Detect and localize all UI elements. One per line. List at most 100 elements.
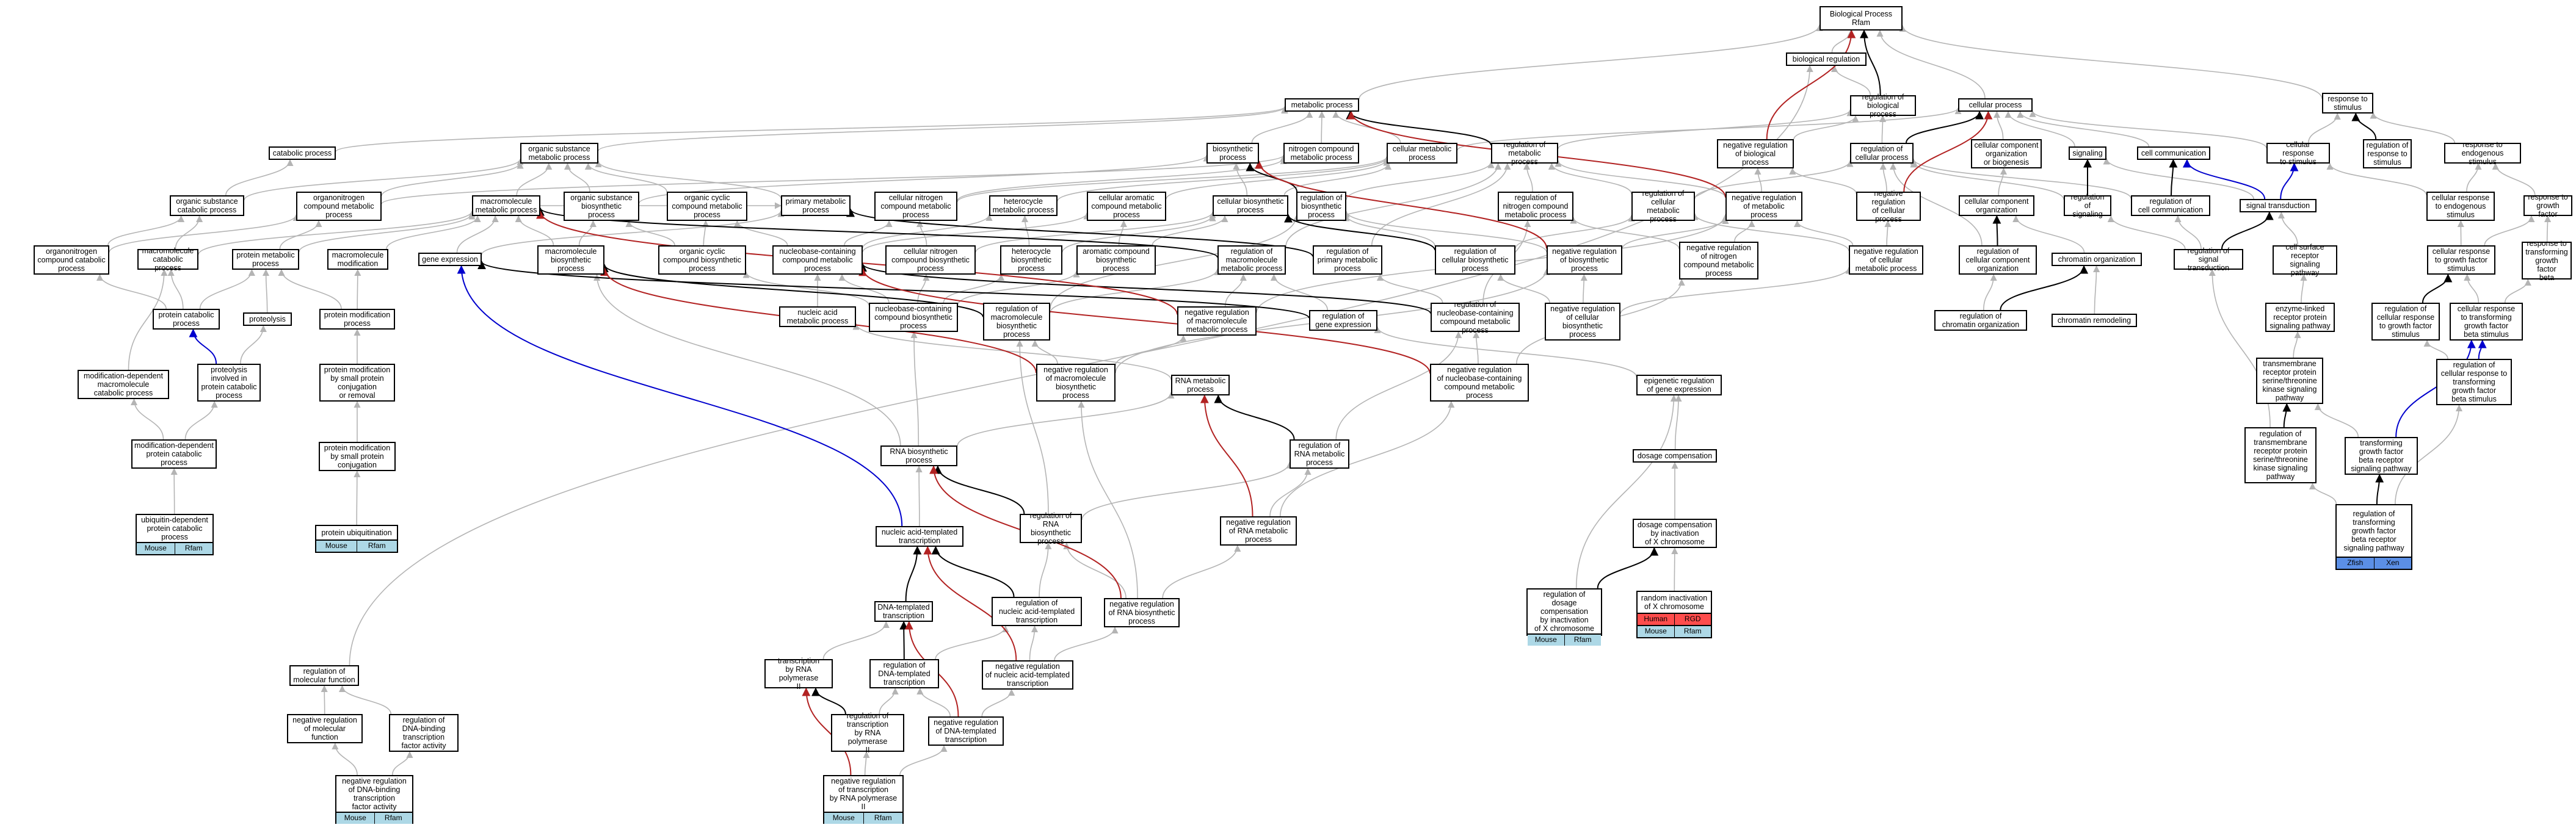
go-term-onc2[interactable]: organonitrogen compound catabolic proces… [34, 245, 109, 275]
go-term-cellcomm[interactable]: cell communication [2137, 146, 2210, 160]
go-term-tgfsig[interactable]: transforming growth factor beta receptor… [2345, 437, 2418, 475]
go-term-nattx[interactable]: nucleic acid-templated transcription [876, 526, 963, 547]
go-term-regcc[interactable]: regulation of cell communication [2131, 195, 2210, 216]
go-term-mm[interactable]: macromolecule metabolic process [472, 195, 540, 216]
go-term-pcp[interactable]: proteolysis involved in protein cataboli… [197, 364, 261, 402]
go-term-bioreg[interactable]: biological regulation [1786, 52, 1867, 66]
go-term-cnc[interactable]: cellular nitrogen compound metabolic pro… [874, 192, 957, 221]
go-term-osc[interactable]: organic substance catabolic process [170, 195, 244, 216]
go-term-reggene[interactable]: regulation of gene expression [1309, 310, 1377, 331]
go-term-negregmbp[interactable]: negative regulation of macromolecule bio… [1036, 364, 1116, 402]
go-term-pmspc[interactable]: protein modification by small protein co… [319, 442, 396, 471]
go-term-regbio[interactable]: regulation of biological process [1850, 93, 1916, 118]
go-term-cncb[interactable]: cellular nitrogen compound biosynthetic … [885, 245, 976, 275]
go-term-regmbp[interactable]: regulation of macromolecule biosynthetic… [983, 303, 1050, 341]
go-term-pmp[interactable]: primary metabolic process [781, 195, 851, 216]
go-term-acbp[interactable]: aromatic compound biosynthetic process [1076, 245, 1156, 275]
go-term-regtxrnap2[interactable]: regulation of transcription by RNA polym… [831, 712, 904, 754]
go-term-namp[interactable]: nucleic acid metabolic process [779, 306, 856, 327]
go-term-regcco[interactable]: regulation of cellular component organiz… [1959, 245, 2037, 275]
go-term-negregbio[interactable]: negative regulation of biological proces… [1717, 139, 1794, 168]
go-term-negregrnabp[interactable]: negative regulation of RNA biosynthetic … [1104, 598, 1180, 627]
go-term-epireg[interactable]: epigenetic regulation of gene expression [1636, 375, 1722, 395]
go-term-occb[interactable]: organic cyclic compound biosynthetic pro… [658, 245, 746, 275]
go-term-osm[interactable]: organic substance metabolic process [520, 143, 598, 164]
go-term-cco[interactable]: cellular component organization [1959, 195, 2034, 216]
go-term-sigtrans[interactable]: signal transduction [2240, 199, 2317, 212]
go-term-cellproc[interactable]: cellular process [1958, 98, 2033, 112]
go-term-negregnc[interactable]: negative regulation of nitrogen compound… [1679, 242, 1758, 279]
go-term-regnatt[interactable]: regulation of nucleic acid-templated tra… [992, 597, 1082, 626]
go-term-catab[interactable]: catabolic process [269, 146, 336, 160]
go-term-crtgf[interactable]: cellular response to transforming growth… [2450, 303, 2523, 341]
go-term-regcbp[interactable]: regulation of cellular biosynthetic proc… [1435, 245, 1515, 275]
go-term-dosage[interactable]: dosage compensation [1633, 449, 1717, 463]
go-term-regdcix[interactable]: regulation of dosage compensation by ina… [1526, 588, 1602, 646]
go-term-biosyn[interactable]: biosynthetic process [1206, 143, 1259, 164]
go-term-tmrs[interactable]: transmembrane receptor protein serine/th… [2256, 358, 2323, 404]
go-term-negregrnamp[interactable]: negative regulation of RNA metabolic pro… [1220, 516, 1297, 546]
go-term-ertk[interactable]: enzyme-linked receptor protein signaling… [2265, 303, 2335, 332]
go-term-resptgf[interactable]: response to transforming growth factor b… [2522, 239, 2572, 282]
go-term-negregcmp[interactable]: negative regulation of cellular metaboli… [1849, 245, 1923, 275]
go-term-ccob[interactable]: cellular component organization or bioge… [1971, 139, 2042, 168]
go-term-osb[interactable]: organic substance biosynthetic process [564, 192, 639, 221]
go-term-hmp[interactable]: heterocycle metabolic process [989, 195, 1058, 216]
go-term-txrnap2[interactable]: transcription by RNA polymerase II [764, 657, 833, 691]
go-term-nbcb[interactable]: nucleobase-containing compound biosynthe… [869, 303, 958, 332]
go-term-bp[interactable]: Biological Process Rfam [1820, 6, 1903, 31]
go-term-negregmp[interactable]: negative regulation of metabolic process [1725, 192, 1802, 221]
go-term-regdtt[interactable]: regulation of DNA-templated transcriptio… [869, 659, 939, 688]
go-term-regtgf[interactable]: regulation of transforming growth factor… [2335, 504, 2412, 570]
go-term-mmod[interactable]: macromolecule modification [327, 249, 388, 270]
go-term-mdpcp[interactable]: modification-dependent protein catabolic… [131, 439, 217, 469]
go-term-rnabp[interactable]: RNA biosynthetic process [880, 445, 957, 466]
go-term-regrnamp[interactable]: regulation of RNA metabolic process [1290, 439, 1349, 469]
go-term-regrnabp[interactable]: regulation of RNA biosynthetic process [1020, 511, 1082, 546]
go-term-negregnatt[interactable]: negative regulation of nucleic acid-temp… [982, 660, 1073, 690]
go-term-regchrom[interactable]: regulation of chromatin organization [1934, 310, 2027, 331]
go-term-crgf[interactable]: cellular response to growth factor stimu… [2427, 245, 2495, 275]
go-term-protcat[interactable]: protein catabolic process [153, 309, 220, 330]
go-term-regmp[interactable]: regulation of metabolic process [1491, 140, 1558, 166]
go-term-csr[interactable]: cell surface receptor signaling pathway [2273, 243, 2337, 277]
go-term-ubiq[interactable]: ubiquitin-dependent protein catabolic pr… [136, 514, 214, 555]
go-term-regpmp[interactable]: regulation of primary metabolic process [1313, 245, 1382, 275]
go-term-negregmm[interactable]: negative regulation of macromolecule met… [1177, 306, 1257, 336]
go-term-regncmp[interactable]: regulation of nitrogen compound metaboli… [1498, 192, 1573, 221]
go-term-negregnbc[interactable]: negative regulation of nucleobase-contai… [1430, 364, 1529, 402]
go-term-signaling[interactable]: signaling [2069, 146, 2106, 160]
go-term-resp[interactable]: response to stimulus [2322, 93, 2373, 114]
go-term-respgf[interactable]: response to growth factor [2523, 193, 2572, 218]
go-term-regcp[interactable]: regulation of cellular process [1850, 143, 1914, 164]
go-term-negregtx2[interactable]: negative regulation of transcription by … [823, 775, 904, 824]
go-term-cmp[interactable]: cellular metabolic process [1387, 143, 1457, 164]
go-term-nbcc[interactable]: nucleobase-containing compound metabolic… [772, 245, 863, 275]
go-term-crendo[interactable]: cellular response to endogenous stimulus [2426, 192, 2495, 221]
go-term-regcmp[interactable]: regulation of cellular metabolic process [1631, 189, 1695, 223]
go-term-camp[interactable]: cellular aromatic compound metabolic pro… [1087, 192, 1166, 221]
go-term-chromrem[interactable]: chromatin remodeling [2052, 314, 2137, 327]
go-term-onc[interactable]: organonitrogen compound metabolic proces… [296, 192, 382, 221]
go-term-geneexp[interactable]: gene expression [418, 253, 482, 266]
go-term-negregcb[interactable]: negative regulation of cellular biosynth… [1545, 303, 1620, 341]
go-term-dcix[interactable]: dosage compensation by inactivation of X… [1633, 519, 1717, 548]
go-term-regdbtf[interactable]: regulation of DNA-binding transcription … [389, 714, 459, 752]
go-term-hbp[interactable]: heterocycle biosynthetic process [1000, 245, 1062, 275]
go-term-regsig[interactable]: regulation of signaling [2064, 193, 2111, 218]
go-term-regresp[interactable]: regulation of response to stimulus [2363, 139, 2412, 168]
go-term-negregdtt[interactable]: negative regulation of DNA-templated tra… [928, 716, 1004, 746]
go-term-ncmp[interactable]: nitrogen compound metabolic process [1283, 143, 1359, 164]
go-term-regst[interactable]: regulation of signal transduction [2174, 247, 2243, 272]
go-term-mcp[interactable]: macromolecule catabolic process [137, 247, 198, 272]
go-term-dtt[interactable]: DNA-templated transcription [874, 601, 933, 622]
go-term-regcrgf[interactable]: regulation of cellular response to growt… [2371, 303, 2440, 341]
go-term-respendo[interactable]: response to endogenous stimulus [2444, 140, 2521, 166]
go-term-regtmrs[interactable]: regulation of transmembrane receptor pro… [2244, 427, 2317, 483]
go-term-metab[interactable]: metabolic process [1285, 98, 1359, 112]
go-term-protmp[interactable]: protein metabolic process [232, 249, 299, 270]
go-term-cbp[interactable]: cellular biosynthetic process [1213, 195, 1288, 216]
go-term-negregmf[interactable]: negative regulation of molecular functio… [287, 714, 363, 743]
go-term-protmod[interactable]: protein modification process [319, 309, 395, 330]
